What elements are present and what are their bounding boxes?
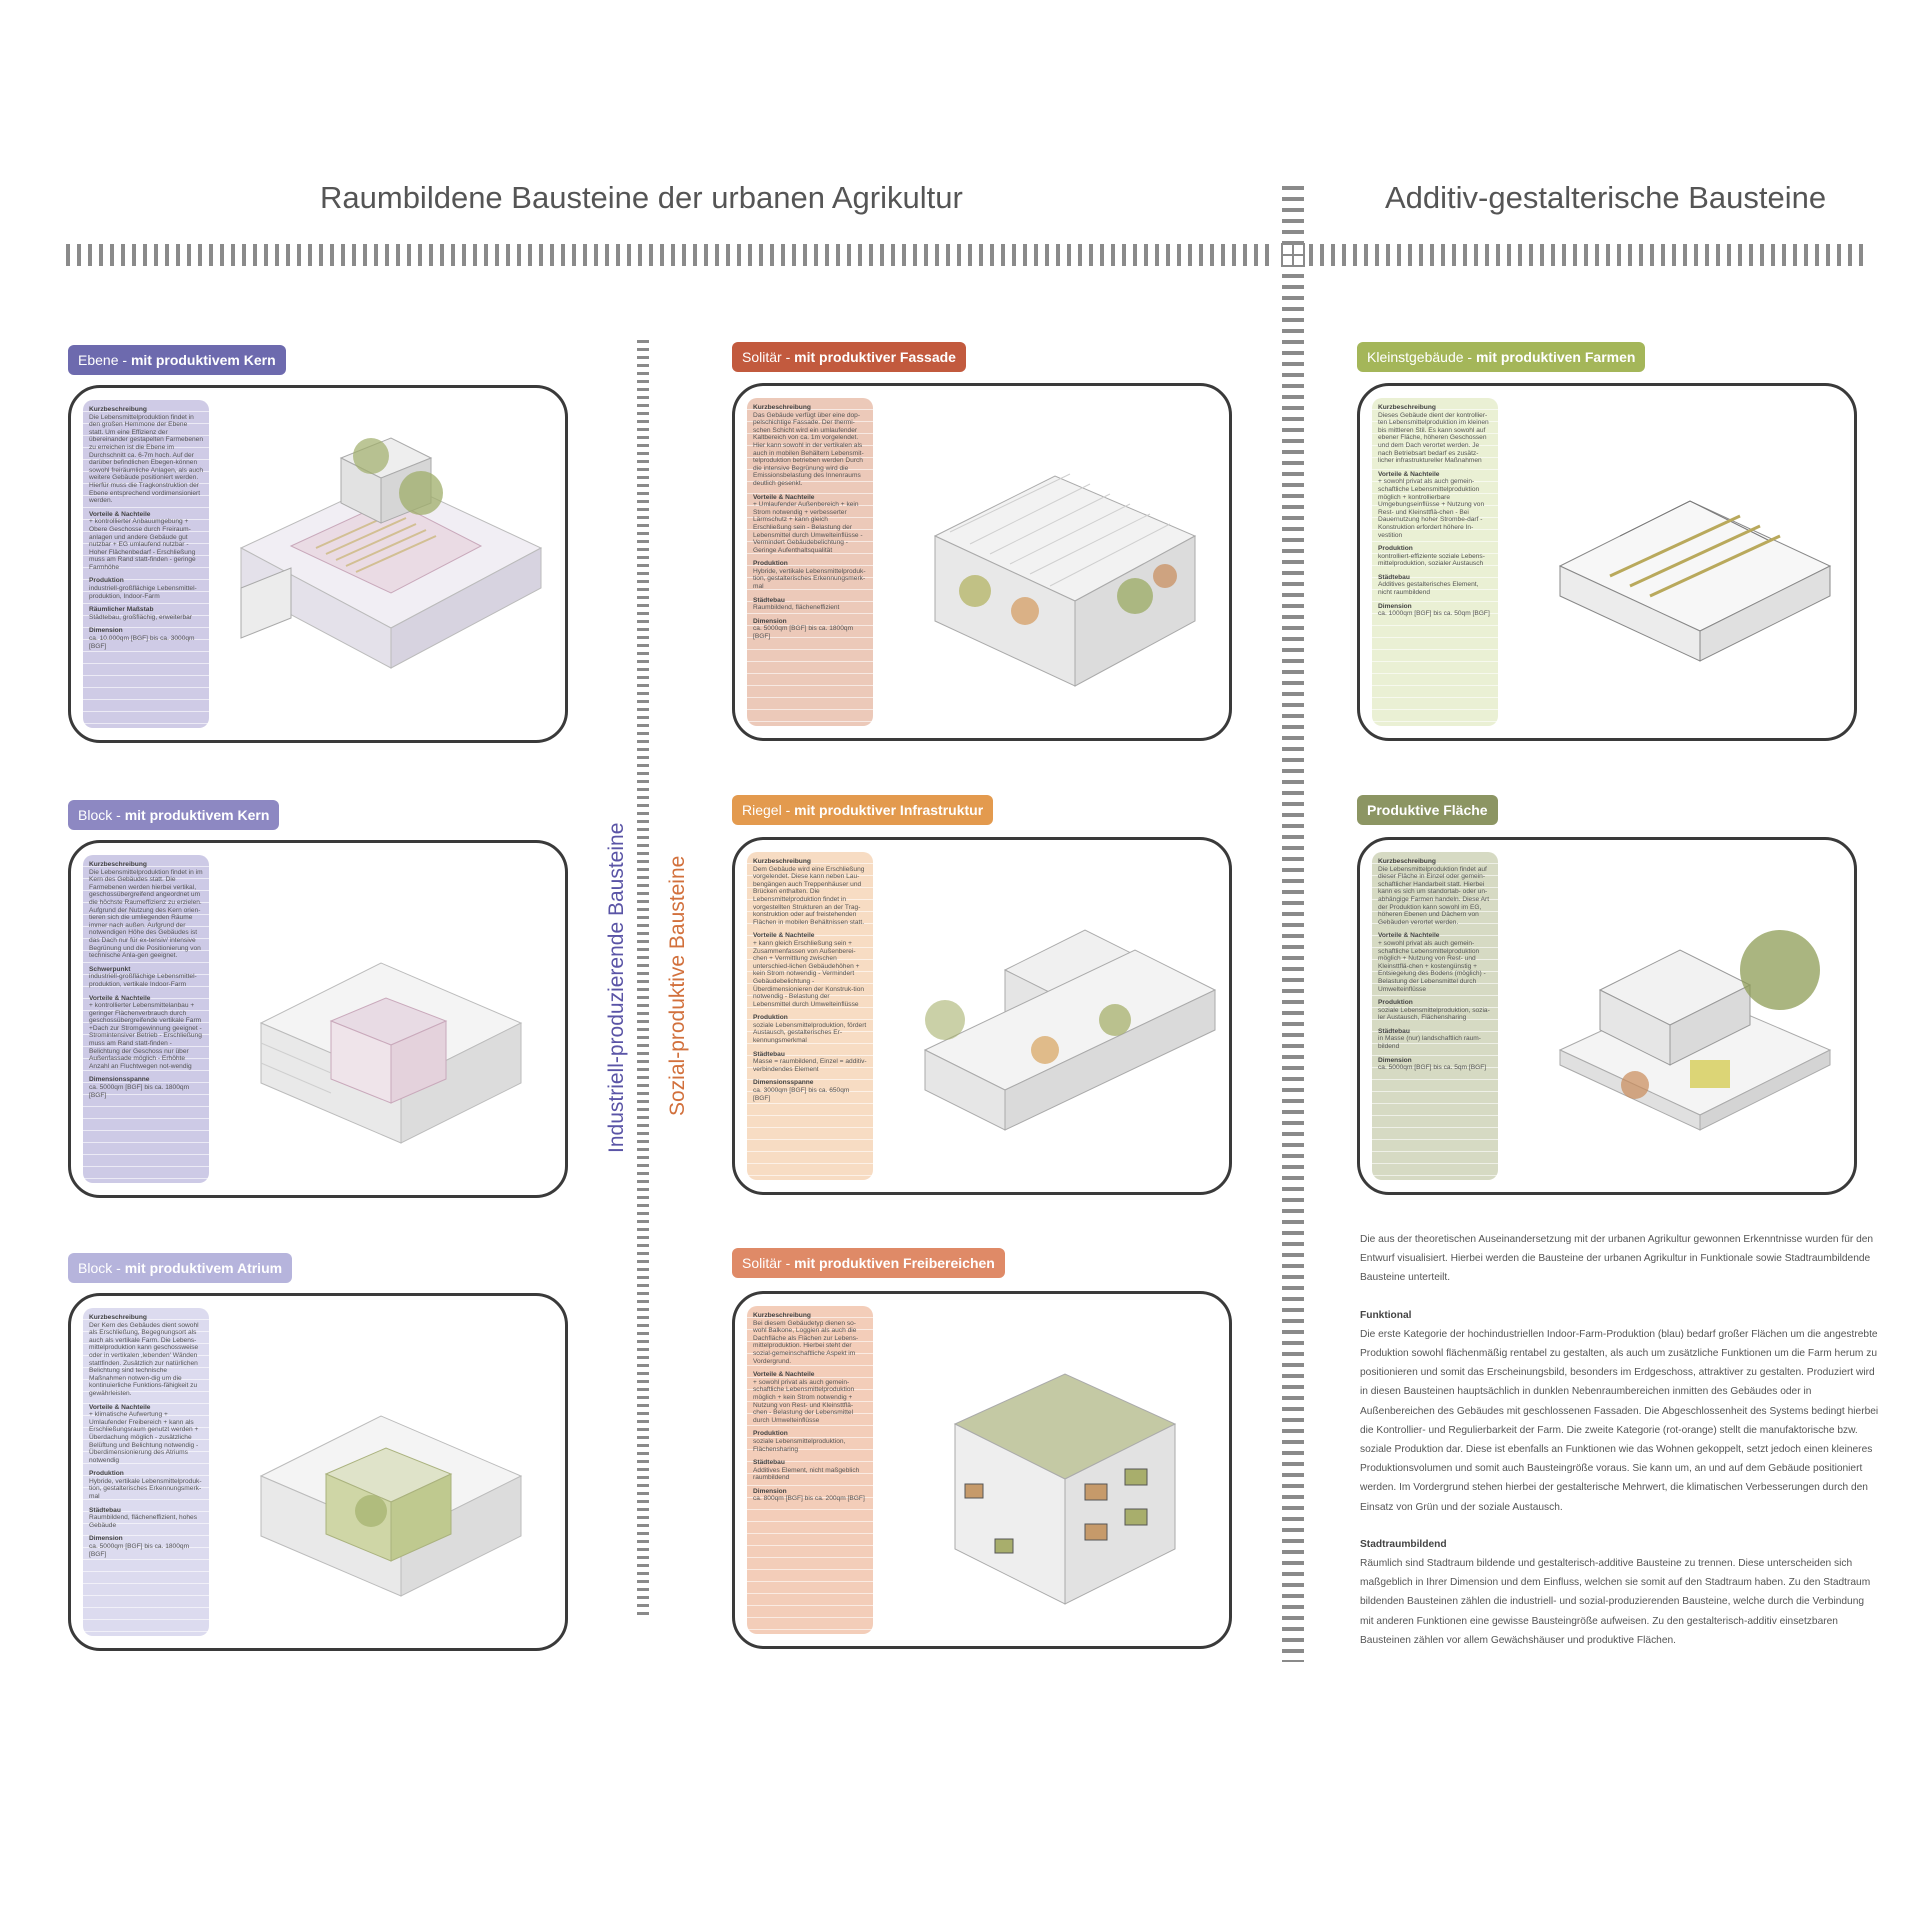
tag-solitaer-frei: Solitär - mit produktiven Freibereichen [732,1248,1005,1278]
tag-block-kern: Block - mit produktivem Kern [68,800,280,830]
ruler-right [1298,244,1866,266]
stadt-heading: Stadtraumbildend [1360,1538,1447,1550]
axonometric-drawing [1558,500,1832,662]
tag-solitaer-fassade: Solitär - mit produktiver Fassade [732,342,966,372]
ruler-middle [637,340,649,1620]
tag-block-atrium: Block - mit produktivem Atrium [68,1253,293,1283]
tag-riegel: Riegel - mit produktiver Infrastruktur [732,795,994,825]
tag-kleinst: Kleinstgebäude - mit produktiven Farmen [1357,342,1646,372]
axonometric-drawing [259,962,523,1144]
intro-paragraph: Die aus der theoretischen Auseinanderset… [1360,1234,1874,1284]
stadt-paragraph: Räumlich sind Stadtraum bildende und ges… [1360,1558,1871,1646]
axonometric-drawing [923,929,1217,1131]
axonometric-drawing [1558,930,1832,1131]
axonometric-drawing [933,473,1197,687]
crosshair-icon [1281,243,1305,267]
heading-left: Raumbildene Bausteine der urbanen Agriku… [320,180,963,215]
description-text: Die aus der theoretischen Auseinanderset… [1360,1230,1880,1650]
label-industrial: Industriell-produzierende Bausteine [605,822,628,1153]
axonometric-drawing [239,437,543,669]
tag-flaeche: Produktive Fläche [1357,795,1498,825]
axonometric-drawing [259,1415,523,1597]
ruler-left [66,244,1276,266]
ruler-divider [1282,186,1304,1662]
heading-right: Additiv-gestalterische Bausteine [1385,180,1827,215]
axonometric-drawing [953,1373,1177,1605]
funktional-heading: Funktional [1360,1309,1412,1321]
label-social: Sozial-produktive Bausteine [666,855,689,1116]
tag-ebene: Ebene - mit produktivem Kern [68,345,286,375]
funktional-paragraph: Die erste Kategorie der hochindustrielle… [1360,1328,1879,1513]
